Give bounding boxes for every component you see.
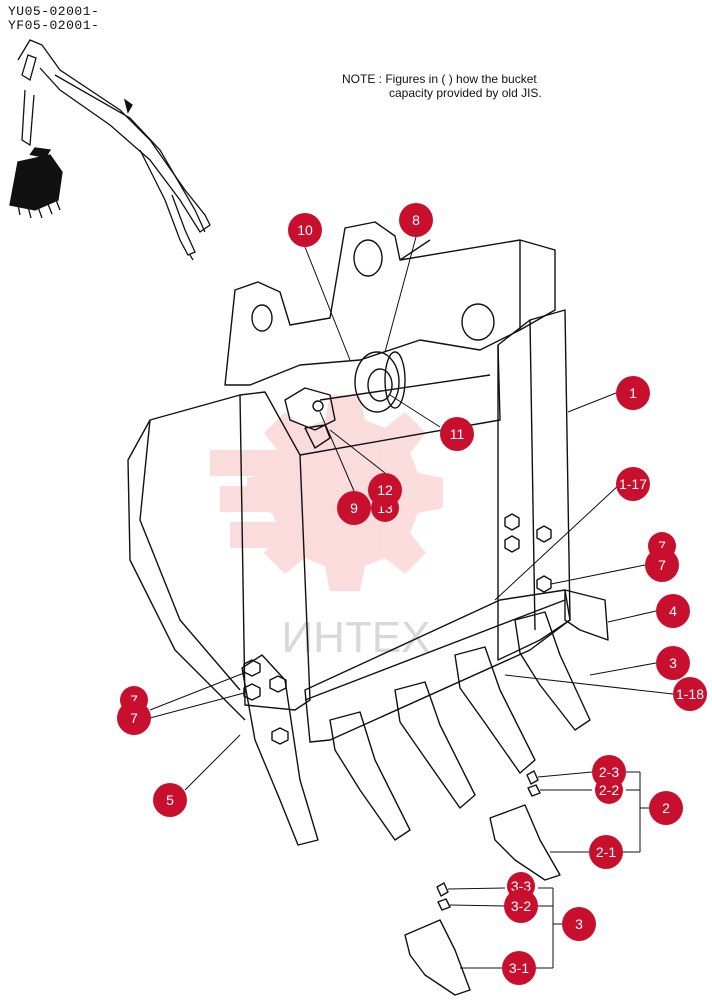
callout-c4[interactable]: 4 (656, 594, 690, 628)
callout-circle (117, 701, 151, 735)
callout-c5[interactable]: 5 (153, 783, 187, 817)
callout-circle (656, 646, 690, 680)
model-code-1: YU05-02001- (8, 4, 100, 19)
callout-label: 4 (669, 603, 677, 619)
callout-circle (502, 951, 536, 985)
callout-label: 2-1 (596, 844, 616, 860)
callout-circle (645, 548, 679, 582)
callout-label: 3-2 (511, 898, 531, 914)
callout-c3b[interactable]: 3 (562, 907, 596, 941)
callout-c11[interactable]: 11 (440, 417, 474, 451)
callout-c7d[interactable]: 7 (117, 701, 151, 735)
callout-c3a[interactable]: 3 (656, 646, 690, 680)
excavator-inset-drawing (9, 39, 211, 261)
callout-circle (153, 783, 187, 817)
callout-c12[interactable]: 12 (368, 473, 402, 507)
callout-c118[interactable]: 1-18 (673, 677, 707, 711)
callout-circle (616, 376, 650, 410)
callout-label: 12 (377, 482, 393, 498)
callout-c2[interactable]: 2 (649, 791, 683, 825)
note-line-1: NOTE : Figures in ( ) how the bucket (342, 72, 537, 86)
callout-label: 7 (130, 692, 138, 708)
callout-circle (562, 907, 596, 941)
callout-label: 2 (662, 800, 670, 816)
callout-label: 3 (669, 655, 677, 671)
callout-label: 10 (297, 222, 313, 238)
model-code-2: YF05-02001- (8, 18, 100, 33)
callout-label: 1 (629, 385, 637, 401)
callout-c9[interactable]: 9 (337, 491, 371, 525)
callout-label: 9 (350, 500, 358, 516)
callout-circle (656, 594, 690, 628)
callout-circle (504, 889, 538, 923)
callout-label: 7 (658, 538, 666, 554)
note-line-2: capacity provided by old JIS. (389, 86, 542, 100)
callout-label: 2-3 (599, 764, 619, 780)
callout-label: 7 (658, 557, 666, 573)
callout-c31[interactable]: 3-1 (502, 951, 536, 985)
callout-circle (368, 473, 402, 507)
callout-label: 2-2 (599, 782, 619, 798)
callout-circle (673, 677, 707, 711)
callout-label: 1-18 (676, 686, 704, 702)
callout-label: 11 (450, 426, 465, 442)
callout-c32[interactable]: 3-2 (504, 889, 538, 923)
callout-circle (616, 467, 650, 501)
callout-circle (288, 213, 322, 247)
callout-label: 3 (575, 916, 583, 932)
callout-circle (440, 417, 474, 451)
callout-c21[interactable]: 2-1 (589, 835, 623, 869)
callout-c8[interactable]: 8 (399, 203, 433, 237)
callout-label: 8 (412, 212, 420, 228)
callout-label: 7 (130, 710, 138, 726)
callout-circle (337, 491, 371, 525)
note-text: NOTE : Figures in ( ) how the bucket cap… (342, 72, 542, 100)
callout-group: 11-1777431-1810811131297752-32-222-13-33… (117, 203, 707, 985)
callout-label: 5 (166, 792, 174, 808)
callout-label: 3-1 (509, 960, 529, 976)
callout-c7b[interactable]: 7 (645, 548, 679, 582)
leader-lines (149, 236, 674, 969)
callout-c117[interactable]: 1-17 (616, 467, 650, 501)
watermark-gear-logo (210, 395, 443, 591)
callout-c22[interactable]: 2-2 (595, 776, 623, 804)
callout-circle (399, 203, 433, 237)
callout-circle (595, 776, 623, 804)
callout-circle (649, 791, 683, 825)
callout-label: 1-17 (619, 476, 647, 492)
callout-c1[interactable]: 1 (616, 376, 650, 410)
callout-circle (589, 835, 623, 869)
callout-c10[interactable]: 10 (288, 213, 322, 247)
bucket-body-drawing (127, 221, 609, 996)
watermark-text: ИНТЕХ (282, 613, 431, 662)
